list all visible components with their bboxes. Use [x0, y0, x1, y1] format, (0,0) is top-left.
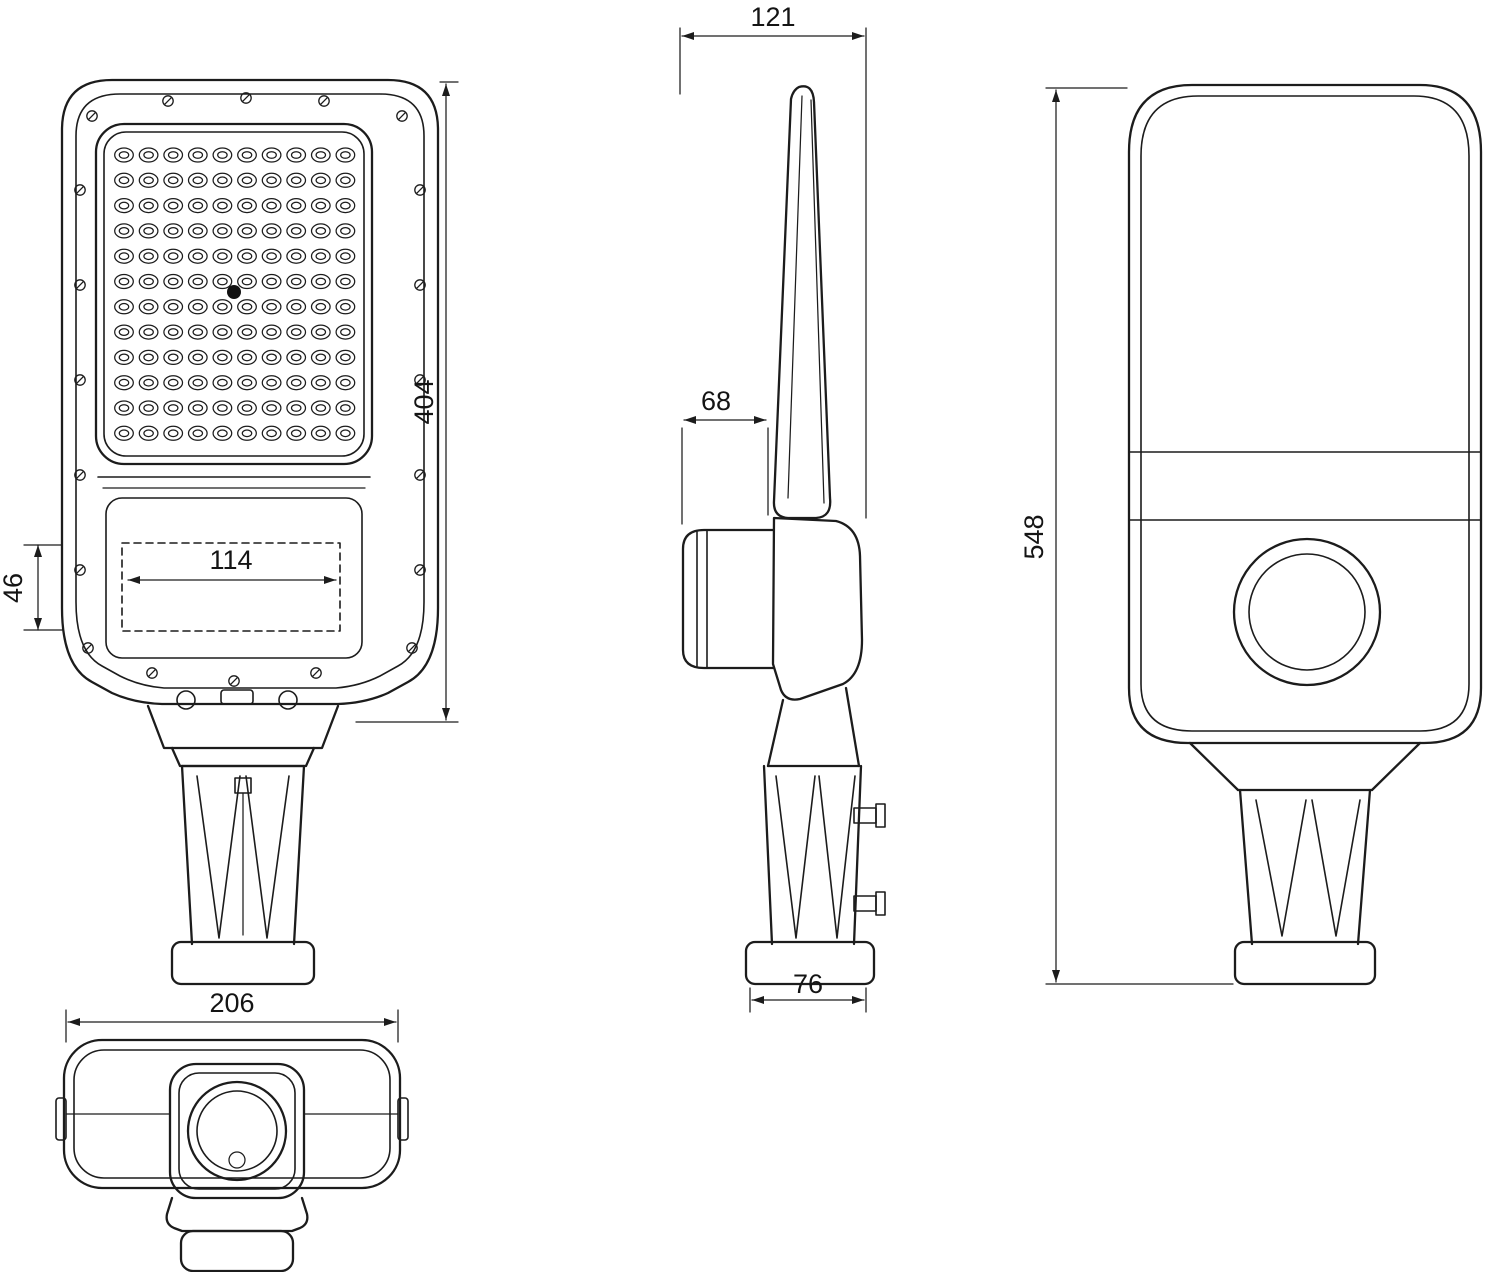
- led-panel-inner-line: [103, 131, 365, 457]
- back-clamp-base: [1233, 940, 1377, 986]
- led-grid: [114, 147, 356, 441]
- side-blade-inner-right: [810, 99, 825, 504]
- hinge-right: [278, 690, 298, 710]
- dim-label-front-opening-width: 114: [209, 545, 252, 575]
- front-view: 114 46 404: [0, 78, 459, 986]
- sensor-circle-inner: [1248, 553, 1366, 671]
- side-blade-outline: [772, 85, 832, 520]
- dim-label-side-base-depth: 76: [793, 969, 823, 999]
- bottom-clamp-block: [179, 1229, 295, 1272]
- side-lower-body: [771, 516, 864, 701]
- bottom-body-outline: [62, 1038, 402, 1190]
- front-clamp-left: [180, 764, 194, 946]
- back-neck-left: [1188, 741, 1240, 792]
- dim-label-side-body-depth: 68: [701, 386, 731, 416]
- sensor-circle-outer: [1232, 537, 1382, 687]
- side-clamp-base: [744, 940, 876, 986]
- dim-label-side-head-depth: 121: [750, 2, 795, 32]
- side-clamp-gusset-left: [775, 775, 816, 939]
- front-neck-lower: [170, 746, 316, 768]
- front-clamp-base: [170, 940, 316, 986]
- side-neck-right: [844, 686, 861, 768]
- bottom-view: 206: [55, 988, 409, 1272]
- hinge-left: [176, 690, 196, 710]
- side-bolt-lower-head: [875, 891, 886, 916]
- dimension-front-opening-width: 114: [127, 545, 337, 584]
- bottom-clamp-flange: [165, 1196, 309, 1233]
- side-sensor-housing: [681, 528, 775, 670]
- bottom-mount-square-outer: [168, 1062, 306, 1200]
- front-lower-compartment: [105, 497, 363, 659]
- dimension-side-head-depth: 121: [679, 2, 867, 519]
- front-clamp-right: [292, 764, 306, 946]
- side-bolt-upper: [853, 807, 877, 824]
- side-blade-inner-left: [787, 95, 803, 499]
- back-body-inner-line: [1140, 95, 1470, 732]
- front-body-inner-line: [75, 93, 425, 689]
- side-clamp-left: [762, 764, 774, 946]
- side-bolt-lower: [853, 895, 877, 912]
- housing-screws: [74, 92, 426, 687]
- dimension-side-body-depth: 68: [681, 386, 769, 525]
- center-dot: [227, 285, 241, 299]
- dimension-front-overall-height: 404: [355, 81, 459, 723]
- back-clamp-gusset-left: [1255, 799, 1307, 937]
- back-neck-right: [1370, 741, 1422, 792]
- back-clamp-gusset-right: [1311, 799, 1361, 937]
- dimension-back-overall-height: 548: [1019, 87, 1234, 985]
- dimension-bottom-overall-width: 206: [65, 988, 399, 1043]
- back-clamp-right: [1356, 788, 1372, 946]
- bottom-socket-outer: [186, 1080, 288, 1182]
- front-clamp-gusset-right: [245, 775, 290, 939]
- side-view: 121 68 76: [679, 2, 886, 1013]
- front-neck-upper: [146, 704, 340, 750]
- front-clamp-gusset-left: [196, 775, 241, 939]
- bottom-socket-inner: [196, 1090, 278, 1172]
- back-clamp-left: [1238, 788, 1254, 946]
- side-neck-left: [766, 698, 785, 768]
- bottom-lug-right: [397, 1097, 409, 1141]
- front-body-outline: [60, 78, 440, 706]
- mount-opening-dashed-box: [121, 542, 341, 632]
- side-clamp-gusset-right: [818, 775, 856, 939]
- dimension-side-base-depth: 76: [749, 969, 867, 1013]
- dimension-front-opening-height: 46: [0, 544, 63, 631]
- side-clamp-right: [852, 764, 863, 946]
- dim-label-bottom-overall-width: 206: [209, 988, 254, 1018]
- led-panel-outline: [94, 122, 374, 466]
- bottom-socket-detail: [228, 1151, 246, 1169]
- hinge-center-block: [220, 689, 254, 705]
- back-body-outline: [1127, 83, 1483, 745]
- dim-label-back-overall-height: 548: [1019, 514, 1049, 559]
- bottom-mount-square-inner: [178, 1072, 296, 1190]
- back-view: 548: [1019, 83, 1483, 986]
- side-bolt-upper-head: [875, 803, 886, 828]
- bottom-lug-left: [55, 1097, 67, 1141]
- dim-label-front-overall-height: 404: [409, 379, 439, 424]
- dim-label-front-opening-height: 46: [0, 573, 28, 603]
